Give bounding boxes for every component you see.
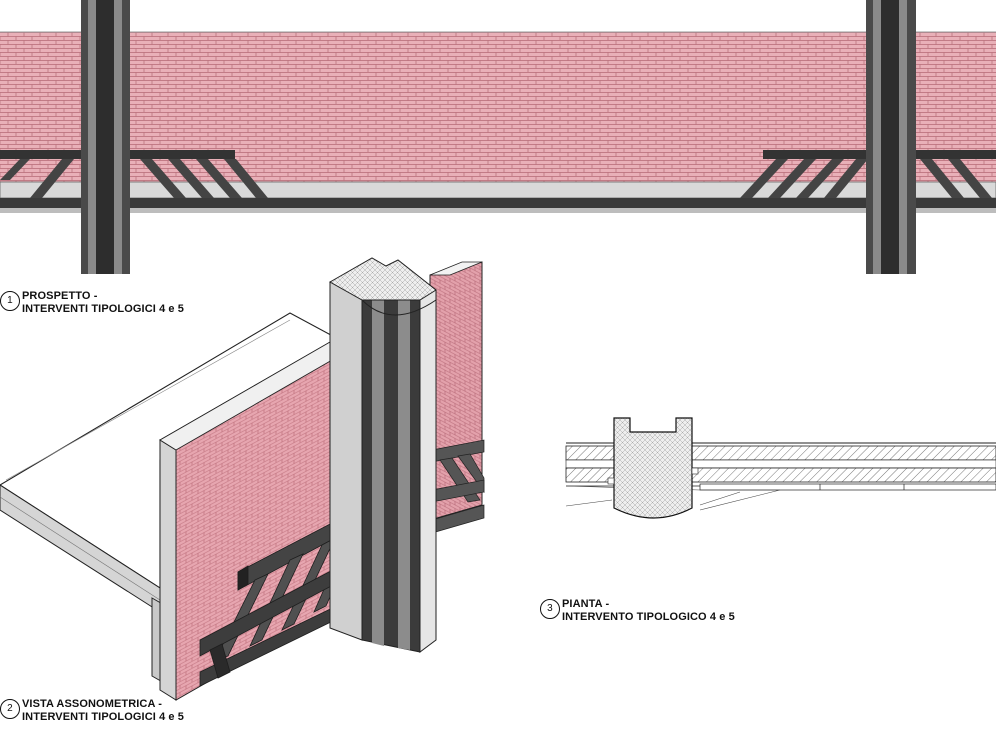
view-number-2: 2 [0,699,20,719]
view-title-3-line1: PIANTA - [562,598,610,610]
view-number-3: 3 [540,599,560,619]
view-title-3-line2: INTERVENTO TIPOLOGICO 4 e 5 [562,611,735,623]
steel-beam-elevation [0,198,996,208]
axonometric-view [0,257,485,701]
column-section-plan [613,417,693,519]
view-number-1: 1 [0,291,20,311]
column-axo [328,257,437,653]
steel-profile-plan [699,483,996,491]
steel-bracing-axo-back [431,439,485,534]
elevation-view [0,0,996,274]
view-title-2-line1: VISTA ASSONOMETRICA - [22,698,163,710]
column-right-elevation [866,0,916,274]
column-left-elevation [81,0,130,274]
view-title-1-line2: INTERVENTI TIPOLOGICI 4 e 5 [22,303,185,315]
plan-view [565,417,996,519]
column-top-axo [328,257,437,301]
view-title-2-line2: INTERVENTI TIPOLOGICI 4 e 5 [22,711,185,723]
view-title-1-line1: PROSPETTO - [22,290,98,302]
